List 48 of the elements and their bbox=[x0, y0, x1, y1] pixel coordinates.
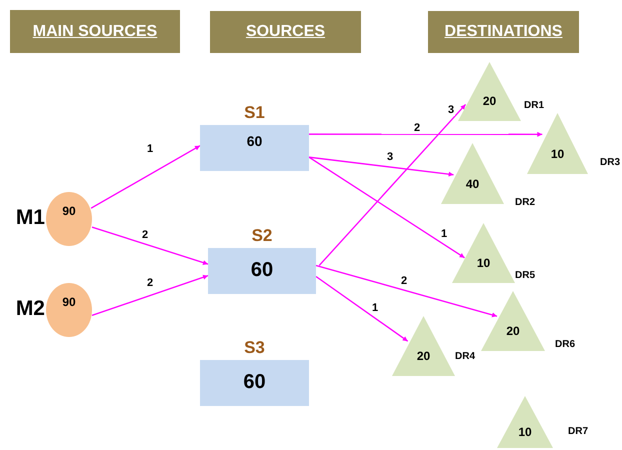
edge-label: 2 bbox=[413, 122, 422, 134]
edge-label: 2 bbox=[400, 275, 408, 287]
demand-value: 20 bbox=[416, 349, 432, 363]
node-label: DR2 bbox=[515, 197, 536, 208]
edge-label: 2 bbox=[146, 277, 154, 289]
capacity-value: 60 bbox=[246, 133, 264, 149]
node-label: M2 bbox=[16, 297, 45, 321]
header-text: SOURCES bbox=[246, 23, 326, 41]
supply-value: 90 bbox=[61, 204, 77, 218]
demand-value: 10 bbox=[517, 424, 533, 439]
arrow bbox=[316, 264, 498, 318]
demand-value: 10 bbox=[550, 146, 566, 161]
edge-label: 1 bbox=[146, 143, 154, 155]
node-label: DR7 bbox=[568, 426, 588, 437]
node-label: DR3 bbox=[600, 157, 620, 168]
node-title: S2 bbox=[250, 226, 274, 246]
demand-value: 20 bbox=[505, 324, 521, 338]
edge-label: 3 bbox=[386, 151, 394, 163]
header-banner bbox=[10, 10, 180, 53]
header-banner bbox=[428, 11, 579, 53]
arrow bbox=[90, 145, 200, 209]
arrow bbox=[316, 276, 408, 342]
demand-value: 10 bbox=[476, 256, 492, 270]
header-text: DESTINATIONS bbox=[444, 23, 562, 41]
node-label: DR5 bbox=[515, 270, 536, 281]
demand-value: 40 bbox=[464, 176, 480, 191]
arrow bbox=[318, 104, 466, 266]
arrow bbox=[308, 156, 465, 258]
edge-label: 1 bbox=[371, 302, 380, 314]
edge-label: 2 bbox=[141, 229, 150, 241]
node-title: S3 bbox=[243, 338, 266, 358]
demand-value: 20 bbox=[482, 94, 498, 108]
arrow bbox=[308, 156, 454, 177]
header-banner bbox=[210, 11, 361, 53]
arrow bbox=[309, 132, 542, 137]
edge-label: 1 bbox=[440, 228, 448, 240]
capacity-value: 60 bbox=[242, 371, 267, 394]
arrow bbox=[92, 274, 208, 316]
arrow bbox=[92, 226, 208, 265]
node-label: DR4 bbox=[455, 351, 476, 362]
node-title: S1 bbox=[243, 103, 266, 123]
node-label: DR1 bbox=[524, 100, 544, 111]
edge-label: 3 bbox=[447, 104, 456, 116]
capacity-value: 60 bbox=[250, 259, 274, 282]
header-text: MAIN SOURCES bbox=[32, 22, 158, 40]
node-label: DR6 bbox=[555, 339, 576, 350]
supply-value: 90 bbox=[61, 295, 77, 309]
node-label: M1 bbox=[16, 206, 45, 230]
